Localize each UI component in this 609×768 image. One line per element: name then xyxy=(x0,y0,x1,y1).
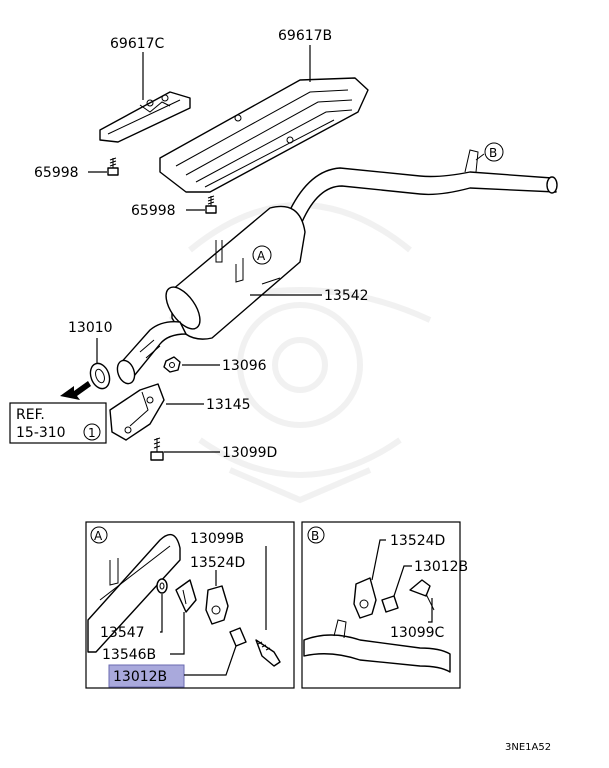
marker-a-label: A xyxy=(257,249,266,263)
ref-line2: 15-310 xyxy=(16,425,66,441)
detail-b-tail-pipe xyxy=(303,634,451,673)
detail-a-hanger-13524d[interactable] xyxy=(205,585,229,625)
tail-pipe[interactable] xyxy=(289,149,558,223)
callout-69617b[interactable]: 69617B xyxy=(278,28,332,44)
callout-13010[interactable]: 13010 xyxy=(68,320,113,336)
leader-b-13524d xyxy=(371,539,386,581)
detail-a-bracket-13546b[interactable] xyxy=(175,579,197,613)
callout-13099d[interactable]: 13099D xyxy=(222,445,277,461)
heat-protector-69617b[interactable] xyxy=(159,77,369,193)
detail-b-title: B xyxy=(311,529,319,543)
heat-protector-69617c[interactable] xyxy=(99,91,191,143)
detail-b-bushing-13012b[interactable] xyxy=(381,595,399,613)
leader-a-13012b xyxy=(184,645,237,676)
callout-69617c[interactable]: 69617C xyxy=(110,36,165,52)
highlight-13012b xyxy=(108,664,185,688)
leader-b-13099c xyxy=(428,598,433,623)
bolt-13099d[interactable] xyxy=(150,437,164,461)
marker-b[interactable]: B xyxy=(475,142,504,162)
bracket-13145[interactable] xyxy=(109,383,165,441)
marker-b-label: B xyxy=(489,146,497,160)
detail-b-hanger-13524d[interactable] xyxy=(353,577,377,619)
callout-13096[interactable]: 13096 xyxy=(222,358,267,374)
ref-box[interactable]: REF. 15-310 1 xyxy=(9,402,107,444)
ref-line1: REF. xyxy=(16,407,45,423)
diagram-code: 3NE1A52 xyxy=(505,742,551,753)
marker-a[interactable]: A xyxy=(252,245,272,265)
detail-a-washer-13547[interactable] xyxy=(156,578,168,594)
bolt-65998-upper[interactable] xyxy=(107,157,119,176)
detail-a-bushing-13012b[interactable] xyxy=(229,627,247,647)
detail-b-bolt-13099c[interactable] xyxy=(409,579,435,611)
leader-a-13547 xyxy=(160,594,163,633)
detail-a-callout-13546b[interactable]: 13546B xyxy=(102,647,156,663)
detail-a-callout-13099b[interactable]: 13099B xyxy=(190,531,244,547)
detail-b-callout-13524d[interactable]: 13524D xyxy=(390,533,445,549)
callout-65998-upper[interactable]: 65998 xyxy=(34,165,79,181)
detail-b-callout-13099c[interactable]: 13099C xyxy=(390,625,445,641)
callout-65998-lower[interactable]: 65998 xyxy=(131,203,176,219)
leader-a-13546b xyxy=(170,612,185,655)
ref-circle-number: 1 xyxy=(88,426,96,440)
detail-b-box: B xyxy=(301,521,461,689)
detail-a-box: A xyxy=(85,521,295,689)
detail-a-muffler xyxy=(87,533,181,653)
leader-b-13012b xyxy=(393,565,412,597)
detail-a-callout-13524d[interactable]: 13524D xyxy=(190,555,245,571)
detail-a-bolt-13099b[interactable] xyxy=(255,639,281,667)
front-pipe[interactable] xyxy=(114,320,187,386)
detail-a-callout-13012b[interactable]: 13012B xyxy=(113,669,167,685)
gasket-13010[interactable] xyxy=(87,361,113,392)
main-muffler-13542[interactable] xyxy=(159,205,306,340)
nut-13096[interactable] xyxy=(163,356,181,373)
callout-13145[interactable]: 13145 xyxy=(206,397,251,413)
detail-b-callout-13012b[interactable]: 13012B xyxy=(414,559,468,575)
callout-13542[interactable]: 13542 xyxy=(324,288,369,304)
detail-a-callout-13547[interactable]: 13547 xyxy=(100,625,145,641)
detail-a-title: A xyxy=(94,529,103,543)
bolt-65998-lower[interactable] xyxy=(205,195,217,214)
ref-arrow-icon xyxy=(60,381,91,400)
